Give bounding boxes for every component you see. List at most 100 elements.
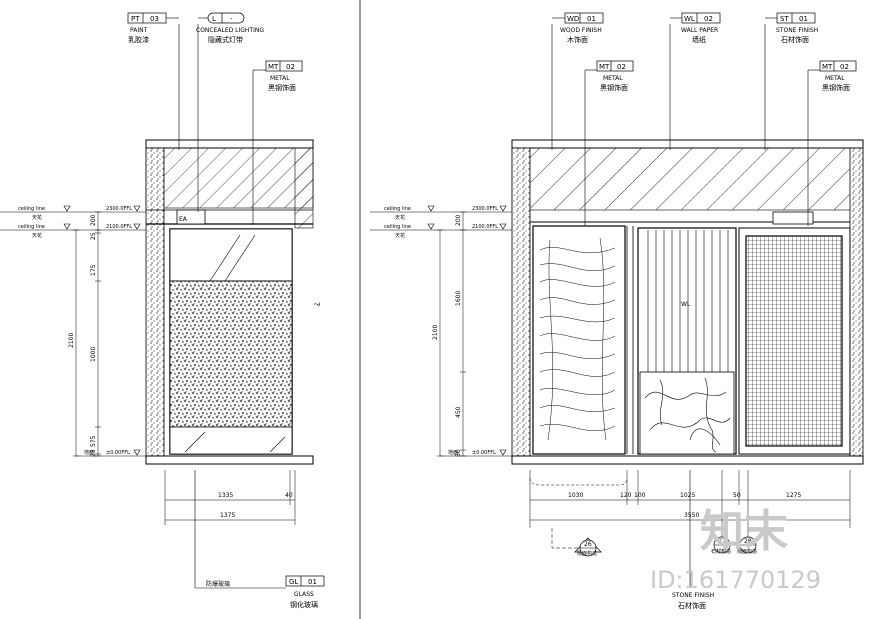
tag-st-01-bottom-cn: 石材饰面 xyxy=(678,601,706,610)
right-ceiling-void xyxy=(511,147,864,211)
left-bottom-dims: 1335 40 1375 xyxy=(164,470,296,525)
svg-text:1600: 1600 xyxy=(455,291,462,306)
svg-text:METAL: METAL xyxy=(603,75,623,82)
svg-text:120: 120 xyxy=(620,492,632,499)
svg-text:METAL: METAL xyxy=(825,75,845,82)
section-mark-27: 27 石材构造 xyxy=(711,470,731,555)
svg-text:黑钢饰面: 黑钢饰面 xyxy=(600,83,628,92)
svg-text:WD: WD xyxy=(567,15,579,23)
svg-text:隐藏式灯带: 隐藏式灯带 xyxy=(208,35,243,44)
svg-text:METAL: METAL xyxy=(270,75,290,82)
svg-text:天花: 天花 xyxy=(32,232,42,239)
svg-text:GLASS: GLASS xyxy=(294,591,314,598)
watermark-id: ID:161770129 xyxy=(650,566,821,594)
svg-text:02: 02 xyxy=(617,63,626,71)
svg-text:28: 28 xyxy=(744,538,752,545)
svg-text:01: 01 xyxy=(308,578,317,586)
right-bottom-dims: 1030 120 100 1025 50 1275 3550 xyxy=(529,470,851,549)
wood-grain xyxy=(539,237,616,441)
glass-upper-clear xyxy=(169,228,293,282)
tag-st-01: ST 01 STONE FINISH 石材饰面 xyxy=(776,12,818,44)
svg-text:25: 25 xyxy=(90,232,97,240)
left-elevation: EA PT 03 PAINT 乳胶漆 L - CO xyxy=(0,12,325,609)
glass-lower-clear xyxy=(169,426,293,455)
svg-text:MT: MT xyxy=(822,63,833,71)
svg-text:1275: 1275 xyxy=(786,492,801,499)
marble-veins xyxy=(644,377,731,453)
svg-text:200: 200 xyxy=(90,214,97,226)
svg-text:钢化玻璃: 钢化玻璃 xyxy=(290,600,318,609)
svg-text:WL: WL xyxy=(684,15,695,23)
tag-gl-01: GL 01 GLASS 钢化玻璃 xyxy=(285,575,325,609)
wallpaper-mid-label: WL xyxy=(681,301,691,308)
section-mark-26: 26 隔面构造 xyxy=(574,537,602,557)
svg-text:黑钢饰面: 黑钢饰面 xyxy=(822,83,850,92)
svg-text:1375: 1375 xyxy=(220,512,235,519)
svg-text:地面: 地面 xyxy=(84,449,94,456)
svg-text:WALL PAPER: WALL PAPER xyxy=(681,27,718,34)
left-floor xyxy=(145,455,314,465)
svg-text:石材饰面: 石材饰面 xyxy=(781,35,809,44)
svg-text:27: 27 xyxy=(718,538,726,545)
svg-text:2100: 2100 xyxy=(432,325,439,340)
svg-text:木饰面: 木饰面 xyxy=(567,35,588,44)
svg-text:GL: GL xyxy=(289,578,298,586)
svg-text:ST: ST xyxy=(780,15,789,23)
left-levels: ceiling line 2300.0FFL 天花 ceiling line 2… xyxy=(0,205,146,457)
svg-text:26: 26 xyxy=(584,541,592,548)
svg-text:175: 175 xyxy=(90,264,97,276)
svg-text:地面: 地面 xyxy=(448,449,458,456)
svg-text:STONE FINISH: STONE FINISH xyxy=(776,27,818,34)
svg-text:25: 25 xyxy=(90,449,97,457)
svg-text:ceiling line: ceiling line xyxy=(18,224,45,230)
tag-wd-01: WD 01 WOOD FINISH 木饰面 xyxy=(560,12,604,44)
right-vertical-dims: 200 1600 2100 450 50 xyxy=(432,211,466,457)
svg-text:CONCEALED LIGHTING: CONCEALED LIGHTING xyxy=(196,27,264,34)
tag-mt-02-r1: MT 02 METAL 黑钢饰面 xyxy=(596,60,634,92)
right-floor xyxy=(511,455,864,465)
tag-l: L - CONCEALED LIGHTING 隐藏式灯带 xyxy=(196,12,264,44)
svg-text:2300.0FFL: 2300.0FFL xyxy=(472,206,498,212)
svg-text:PT: PT xyxy=(131,15,140,23)
svg-text:WOOD FINISH: WOOD FINISH xyxy=(560,27,602,34)
svg-text:隔面构造: 隔面构造 xyxy=(737,548,757,555)
svg-text:2300.0FFL: 2300.0FFL xyxy=(106,206,132,212)
note-explosion-glass: 防爆玻璃 xyxy=(206,580,230,588)
svg-text:02: 02 xyxy=(840,63,849,71)
svg-text:50: 50 xyxy=(733,492,741,499)
svg-text:1335: 1335 xyxy=(218,492,233,499)
svg-text:隔面构造: 隔面构造 xyxy=(577,550,597,557)
right-left-wall xyxy=(511,147,531,457)
right-right-wall xyxy=(849,147,864,457)
svg-text:2100: 2100 xyxy=(68,333,75,348)
svg-text:02: 02 xyxy=(704,15,713,23)
wallpaper-stripes xyxy=(647,230,729,372)
svg-text:ceiling line: ceiling line xyxy=(18,206,45,212)
svg-text:?: ? xyxy=(312,302,321,306)
right-levels: ceiling line 2300.0FFL 天花 ceiling line 2… xyxy=(370,205,512,457)
frosted-glass xyxy=(169,280,293,428)
tag-st-01-bottom-label: STONE FINISH xyxy=(672,592,714,599)
svg-text:02: 02 xyxy=(286,63,295,71)
svg-text:01: 01 xyxy=(587,15,596,23)
svg-text:200: 200 xyxy=(455,214,462,226)
section-mark-28: 28 隔面构造 xyxy=(737,470,757,555)
right-wall-upper xyxy=(294,147,314,229)
svg-text:天花: 天花 xyxy=(395,232,405,239)
svg-text:40: 40 xyxy=(285,492,293,499)
svg-text:1030: 1030 xyxy=(568,492,583,499)
left-wall xyxy=(145,147,165,457)
tag-pt-03: PT 03 PAINT 乳胶漆 xyxy=(127,12,167,44)
svg-text:575: 575 xyxy=(90,435,97,447)
svg-text:100: 100 xyxy=(634,492,646,499)
svg-text:ceiling line: ceiling line xyxy=(384,206,411,212)
svg-text:L: L xyxy=(212,15,216,23)
svg-text:2100.0FFL: 2100.0FFL xyxy=(106,224,132,230)
wood-finish-panel xyxy=(532,225,626,455)
tag-mt-02: MT 02 METAL 黑钢饰面 xyxy=(265,60,303,92)
right-elevation: WL WD xyxy=(370,12,864,610)
svg-text:天花: 天花 xyxy=(32,214,42,221)
svg-text:2100.0FFL: 2100.0FFL xyxy=(472,224,498,230)
svg-text:50: 50 xyxy=(455,449,462,457)
